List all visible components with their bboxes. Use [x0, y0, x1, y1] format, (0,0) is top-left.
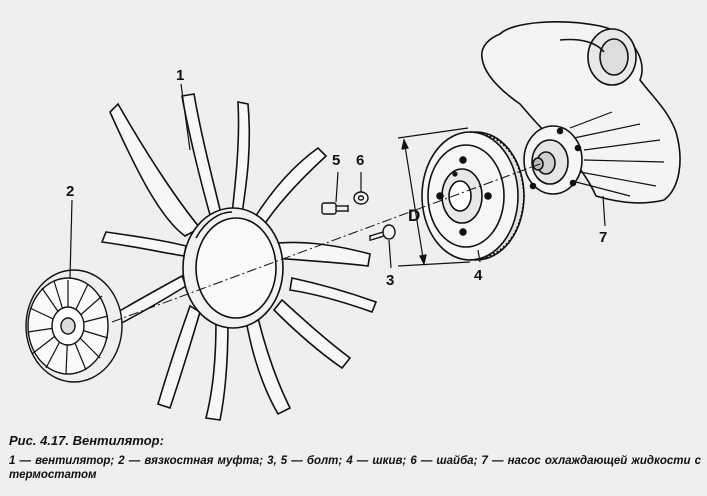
pulley-drawing [421, 131, 525, 261]
caption-legend: 1 — вентилятор; 2 — вязкостная муфта; 3,… [9, 455, 701, 481]
callout-3: 3 [386, 272, 394, 289]
fan-assembly-diagram: 1 2 5 6 3 4 7 D [25, 21, 681, 421]
callout-5: 5 [332, 152, 340, 169]
washer-6 [353, 191, 369, 205]
bolt-3 [369, 224, 396, 241]
viscous-coupling-drawing [25, 269, 123, 383]
callout-6: 6 [356, 152, 364, 169]
caption-title: Рис. 4.17. Вентилятор: [9, 433, 164, 448]
figure-caption: Рис. 4.17. Вентилятор: 1 — вентилятор; 2… [9, 433, 701, 482]
callout-2: 2 [66, 183, 74, 200]
dimension-d [397, 127, 471, 267]
fan-drawing [100, 93, 378, 421]
center-axis [111, 163, 541, 323]
water-pump-drawing [480, 21, 681, 204]
bolt-5 [321, 202, 349, 215]
leader-lines [69, 83, 606, 279]
callout-7: 7 [599, 229, 607, 246]
callout-1: 1 [176, 67, 184, 84]
dimension-label: D [408, 206, 420, 225]
callout-4: 4 [474, 267, 483, 284]
